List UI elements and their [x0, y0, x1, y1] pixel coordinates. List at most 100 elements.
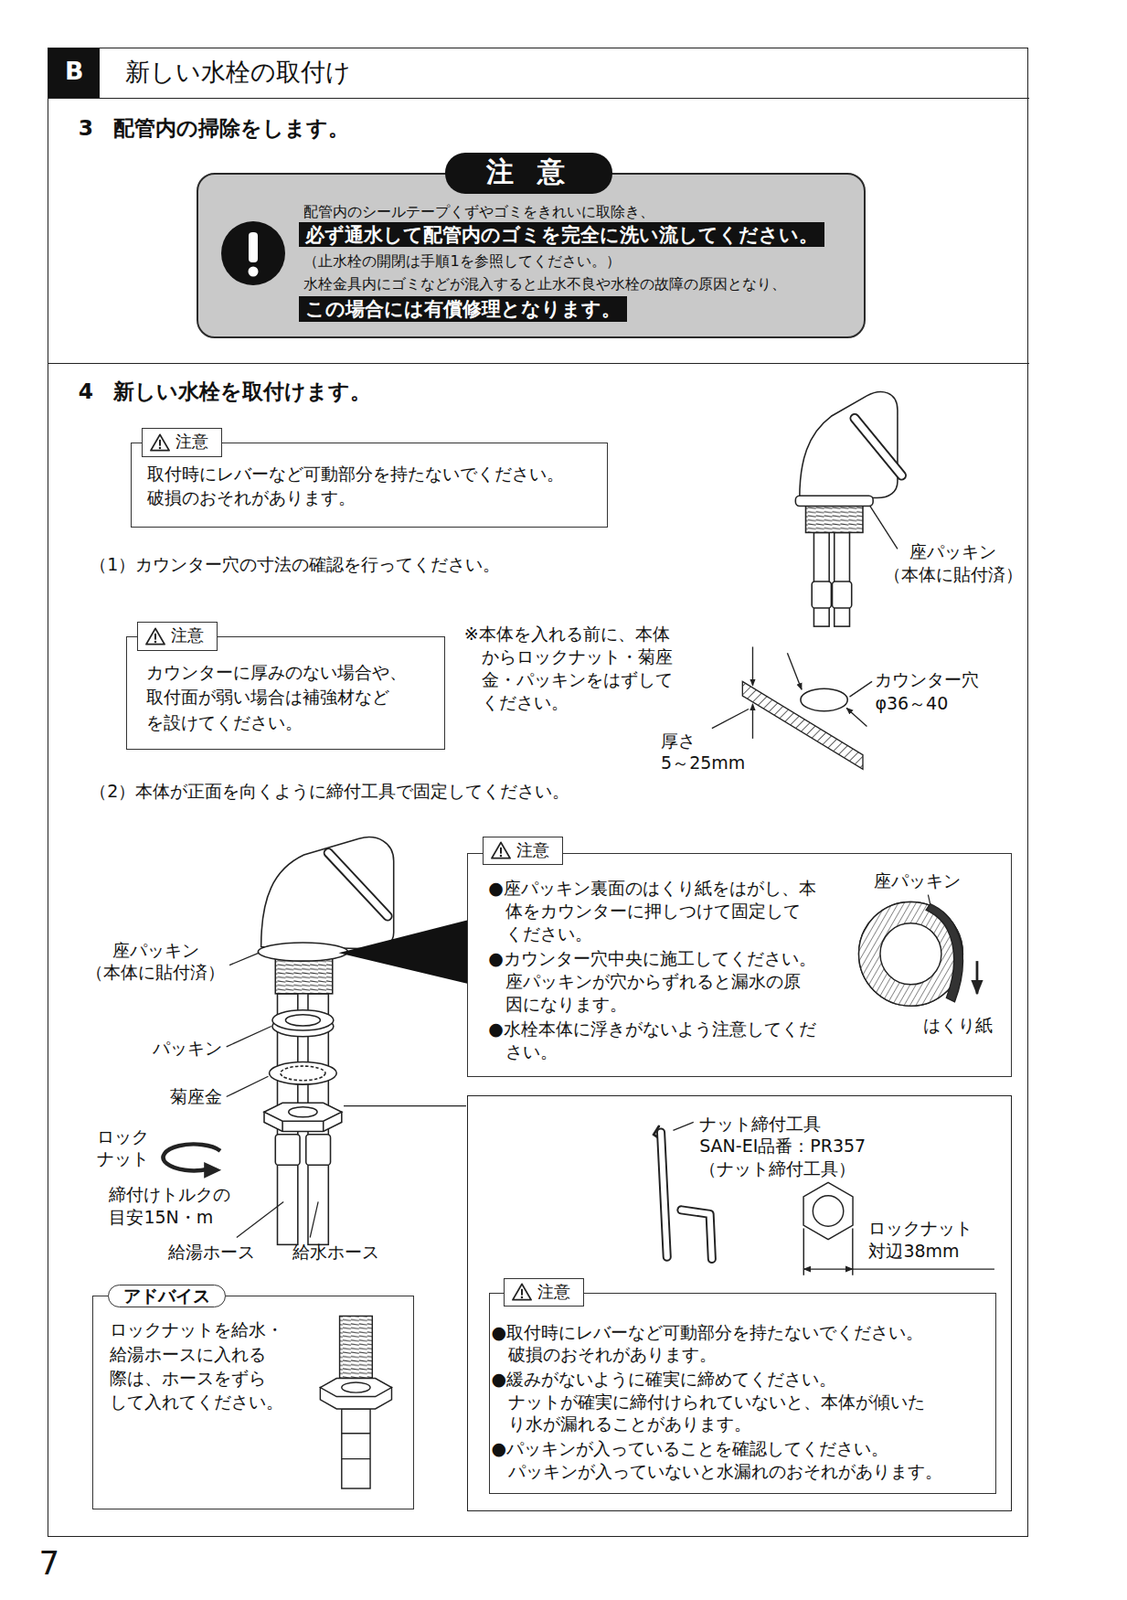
part-label: 給湯ホース — [168, 1240, 256, 1264]
faucet-figure — [854, 417, 902, 475]
rotation-arrow — [163, 1143, 223, 1178]
warning-heading: 注意 — [503, 1277, 585, 1307]
lock-nut-figure — [851, 1227, 853, 1275]
counter-figure — [712, 505, 898, 769]
counter-figure — [846, 707, 867, 726]
lock-nut-figure — [803, 1181, 853, 1239]
caution-panel: 注 意配管内のシールテープくずやゴミをきれいに取除き、必ず通水して配管内のゴミを… — [196, 152, 866, 339]
step-panel: 3 配管内の掃除をします。注 意配管内のシールテープくずやゴミをきれいに取除き、… — [48, 97, 1029, 363]
wrench-figure — [660, 1132, 668, 1257]
warning-box: 注意カウンターに厚みのない場合や、 取付面が弱い場合は補強材など を設けてくださ… — [126, 621, 446, 750]
faucet-assembly — [322, 1120, 325, 1131]
section-title: 新しい水栓の取付け — [125, 56, 351, 89]
warning-text: ●取付時にレバーなど可動部分を持たないでください。 破損のおそれがあります。 — [490, 1320, 978, 1366]
caution-text: 水栓金具内にゴミなどが混入すると止水不良や水栓の故障の原因となり、 — [303, 274, 787, 294]
warning-heading: 注意 — [482, 836, 564, 865]
page-number: 7 — [38, 1541, 60, 1585]
counter-figure — [712, 709, 749, 729]
dimension-label: ロックナット 対辺38mm — [868, 1216, 990, 1262]
faucet-assembly — [275, 1134, 300, 1165]
part-label: 菊座金 — [170, 1084, 223, 1108]
advice-figure — [341, 1432, 371, 1434]
advice-heading: アドバイス — [107, 1284, 226, 1308]
part-label: 座パッキン （本体に貼付済） — [81, 938, 230, 984]
faucet-assembly — [288, 1106, 318, 1117]
warning-text: カウンターに厚みのない場合や、 取付面が弱い場合は補強材など を設けてください。 — [146, 659, 425, 736]
part-label: パッキン — [152, 1036, 223, 1060]
seat-packing-figure — [859, 901, 964, 1006]
wrench-figure — [680, 1209, 712, 1259]
faucet-figure — [832, 581, 852, 608]
faucet-figure — [795, 495, 873, 506]
leader-line — [226, 1026, 272, 1047]
leader-line — [229, 952, 259, 965]
advice-figure — [319, 1377, 392, 1396]
faucet-figure — [854, 417, 902, 475]
leader-line — [226, 1075, 269, 1096]
counter-figure — [849, 680, 872, 697]
dimension-label: 厚さ 5～25mm — [660, 729, 757, 775]
advice-figure — [341, 1457, 371, 1459]
faucet-assembly — [275, 956, 332, 994]
seat-packing-figure — [976, 960, 979, 994]
lock-nut-figure — [803, 1181, 995, 1276]
warning-text: ●水栓本体に浮きがないよう注意してくだ さい。 — [488, 1017, 836, 1064]
warning-heading: 注意 — [137, 621, 218, 650]
instruction-text: （2）本体が正面を向くように締付工具で固定してください。 — [89, 779, 570, 803]
counter-figure — [752, 703, 754, 739]
warning-text: 取付時にレバーなど可動部分を持たないでください。 破損のおそれがあります。 — [147, 462, 599, 510]
counter-figure — [870, 505, 898, 549]
warning-text: ●座パッキン裏面のはくり紙をはがし、本 体をカウンターに押しつけて固定して くだ… — [488, 876, 836, 946]
faucet-assembly — [328, 852, 388, 916]
faucet-assembly — [281, 1120, 284, 1131]
leader-line — [672, 1121, 693, 1130]
wrench-figure — [680, 1209, 712, 1259]
leader-line — [927, 894, 930, 904]
part-label: 座パッキン （本体に貼付済） — [879, 540, 1028, 585]
seat-packing-figure — [857, 900, 964, 1007]
caution-heading: 注 意 — [445, 152, 613, 194]
faucet-assembly — [285, 1014, 320, 1026]
faucet-assembly — [269, 1062, 338, 1085]
tool-label: ナット締付工具 SAN-EI品番：PR357 （ナット締付工具） — [699, 1112, 891, 1180]
leader-line — [309, 1201, 319, 1237]
caution-text: （止水栓の開閉は手順1を参照してください。） — [303, 251, 620, 271]
counter-figure — [786, 652, 802, 690]
faucet-figure — [795, 392, 902, 628]
faucet-assembly — [257, 837, 394, 1245]
faucet-figure — [811, 581, 831, 608]
lock-nut-figure — [803, 1227, 805, 1275]
callout-wedge — [338, 919, 468, 983]
caution-text: 配管内のシールテープくずやゴミをきれいに取除き、 — [303, 202, 655, 222]
advice-figure — [319, 1315, 392, 1489]
counter-figure — [742, 680, 863, 769]
wrench-figure — [660, 1132, 668, 1257]
lock-nut-figure — [812, 1195, 843, 1226]
warning-text: ●カウンター穴中央に施工してください。 座パッキンが穴からずれると漏水の原 因に… — [488, 946, 836, 1016]
lock-nut-figure — [852, 1267, 995, 1269]
faucet-figure — [806, 505, 863, 532]
warning-box: 注意 ●取付時にレバーなど可動部分を持たないでください。 破損のおそれがあります。… — [489, 1277, 997, 1495]
tool-box: ナット締付工具 SAN-EI品番：PR357 （ナット締付工具） ロックナット 対… — [467, 1095, 1012, 1511]
counter-figure — [800, 688, 848, 712]
seat-packing-figure — [925, 903, 963, 1002]
caution-emphasis: 必ず通水して配管内のゴミを完全に洗い流してください。 — [298, 222, 825, 247]
advice-figure — [341, 1382, 371, 1393]
seat-packing-figure — [857, 900, 978, 1007]
step-heading: 4 新しい水栓を取付けます。 — [78, 377, 372, 405]
faucet-assembly — [257, 942, 348, 961]
dimension-label: カウンター穴 φ36～40 — [874, 668, 997, 715]
leader-line — [343, 1105, 467, 1106]
faucet-figure — [813, 531, 830, 627]
warning-text: ●緩みがないように確実に締めてください。 ナットが確実に締付けられていないと、本… — [490, 1367, 978, 1436]
faucet-assembly — [328, 852, 388, 916]
part-label: はくり紙 — [923, 1013, 993, 1037]
warning-text: ●パッキンが入っていることを確認してください。 パッキンが入っていないと水漏れの… — [490, 1436, 978, 1482]
advice-text: ロックナットを給水・ 給湯ホースに入れる 際は、ホースをずら して入れてください… — [109, 1317, 301, 1414]
rotation-arrow — [203, 1161, 222, 1179]
section-letter: B — [48, 48, 100, 98]
advice-figure — [340, 1315, 373, 1379]
torque-label: 締付けトルクの 目安15N・m — [108, 1182, 248, 1228]
caution-emphasis: この場合には有償修理となります。 — [298, 296, 628, 321]
